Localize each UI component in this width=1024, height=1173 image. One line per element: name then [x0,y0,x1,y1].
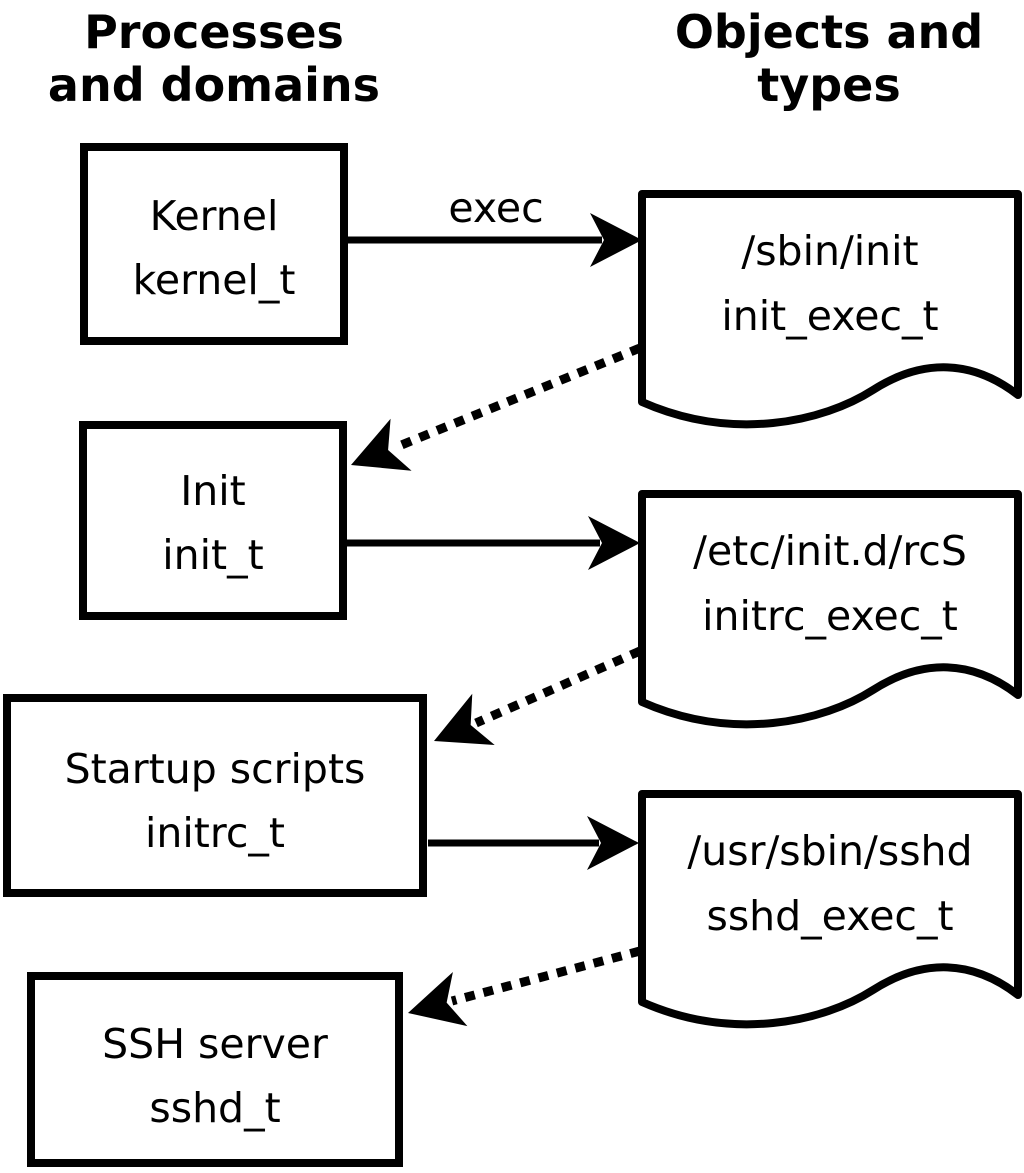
ssh-server-box [27,972,403,1167]
etc-initd-rcs-document-shape [638,490,1022,729]
dotted-arrow-3-head [408,971,468,1027]
left-column-header: Processes and domains [48,5,380,112]
solid-arrow-startup-to-usr-sbin-sshd [428,816,639,870]
sbin-init-type: init_exec_t [721,292,938,340]
object-node-etc-initd-rcs: /etc/init.d/rcS initrc_exec_t [638,490,1022,729]
right-header-line2: types [757,58,900,112]
object-node-usr-sbin-sshd: /usr/sbin/sshd sshd_exec_t [638,790,1022,1029]
left-header-line1: Processes [84,5,344,59]
etc-initd-rcs-type: initrc_exec_t [702,592,958,640]
usr-sbin-sshd-type: sshd_exec_t [706,892,953,940]
usr-sbin-sshd-document-shape [638,790,1022,1029]
dotted-arrow-3-shaft [450,946,642,1006]
solid-arrow-kernel-to-sbin-init: exec [348,184,642,267]
dotted-arrow-sbin-init-to-init [351,343,642,471]
process-node-kernel: Kernel kernel_t [80,143,348,345]
solid-arrow-3-head [587,816,639,870]
startup-scripts-box [3,694,427,897]
process-node-init: Init init_t [79,421,347,620]
sbin-init-path: /sbin/init [741,227,918,275]
dotted-arrow-2-head [434,693,495,746]
usr-sbin-sshd-path: /usr/sbin/sshd [687,827,972,875]
init-domain: init_t [162,531,263,579]
startup-scripts-name: Startup scripts [65,745,366,793]
ssh-server-name: SSH server [102,1020,328,1068]
kernel-name: Kernel [150,192,279,240]
process-node-ssh-server: SSH server sshd_t [27,972,403,1167]
solid-arrow-1-head [590,213,642,267]
exec-label: exec [448,184,543,232]
etc-initd-rcs-path: /etc/init.d/rcS [693,527,967,575]
ssh-server-domain: sshd_t [149,1084,280,1132]
dotted-arrow-2-shaft [474,646,642,728]
object-node-sbin-init: /sbin/init init_exec_t [638,190,1022,429]
right-column-header: Objects and types [675,5,983,112]
right-header-line1: Objects and [675,5,983,59]
dotted-arrow-1-head [351,418,412,471]
startup-scripts-domain: initrc_t [145,809,285,857]
init-name: Init [180,467,246,515]
left-header-line2: and domains [48,58,380,112]
dotted-arrow-usr-sbin-sshd-to-ssh-server [408,946,642,1027]
process-node-startup-scripts: Startup scripts initrc_t [3,694,427,897]
init-box [79,421,347,620]
dotted-arrow-etc-initd-rcs-to-startup [434,646,642,746]
dotted-arrow-1-shaft [392,343,642,453]
solid-arrow-init-to-etc-initd-rcs [347,516,640,570]
kernel-box [80,143,348,345]
kernel-domain: kernel_t [133,256,296,304]
sbin-init-document-shape [638,190,1022,429]
solid-arrow-2-head [588,516,640,570]
